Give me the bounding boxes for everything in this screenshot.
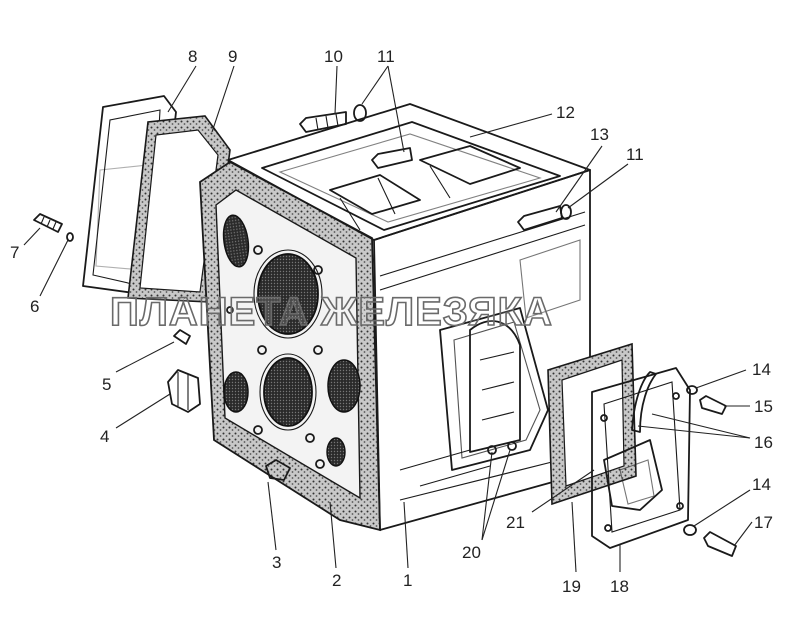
label-14-top: 14	[752, 360, 771, 379]
label-16: 16	[754, 433, 773, 452]
watermark: ПЛАНЕТА ЖЕЛЕЗЯКА	[110, 290, 553, 334]
washer-11-top	[353, 104, 367, 122]
label-9: 9	[228, 47, 237, 66]
label-3: 3	[272, 553, 281, 572]
label-17: 17	[754, 513, 773, 532]
label-11-top: 11	[377, 47, 395, 66]
label-5: 5	[102, 375, 111, 394]
label-12: 12	[556, 103, 575, 122]
washer-14-bottom	[683, 524, 697, 536]
drain-plug-3	[265, 459, 291, 481]
washer-6	[66, 232, 74, 242]
label-10: 10	[324, 47, 343, 66]
front-face-openings	[222, 214, 361, 469]
label-6: 6	[30, 297, 39, 316]
bolt-12	[371, 147, 413, 169]
bolt-17	[703, 531, 737, 557]
sensor-4	[167, 369, 201, 413]
label-13: 13	[590, 125, 609, 144]
label-21: 21	[506, 513, 525, 532]
label-4: 4	[100, 427, 109, 446]
label-8: 8	[188, 47, 197, 66]
leader-lines	[23, 65, 753, 573]
label-11-right: 11	[626, 145, 644, 164]
bolt-7	[33, 213, 63, 233]
bolt-10	[299, 111, 347, 133]
label-19: 19	[562, 577, 581, 596]
bolt-15	[699, 395, 727, 415]
label-14-bottom: 14	[752, 475, 771, 494]
label-15: 15	[754, 397, 773, 416]
callout-labels: 8 9 10 11 12 13 11 7 6 5 4 3 2 1 20 21 1…	[10, 47, 773, 596]
front-gasket	[199, 160, 381, 532]
label-18: 18	[610, 577, 629, 596]
label-2: 2	[332, 571, 341, 590]
plug-5	[173, 329, 191, 345]
cover-plate-right	[591, 367, 691, 549]
label-7: 7	[10, 243, 19, 262]
label-1: 1	[403, 571, 412, 590]
bolt-13	[517, 204, 572, 231]
washer-14-top	[686, 385, 698, 395]
label-20: 20	[462, 543, 481, 562]
